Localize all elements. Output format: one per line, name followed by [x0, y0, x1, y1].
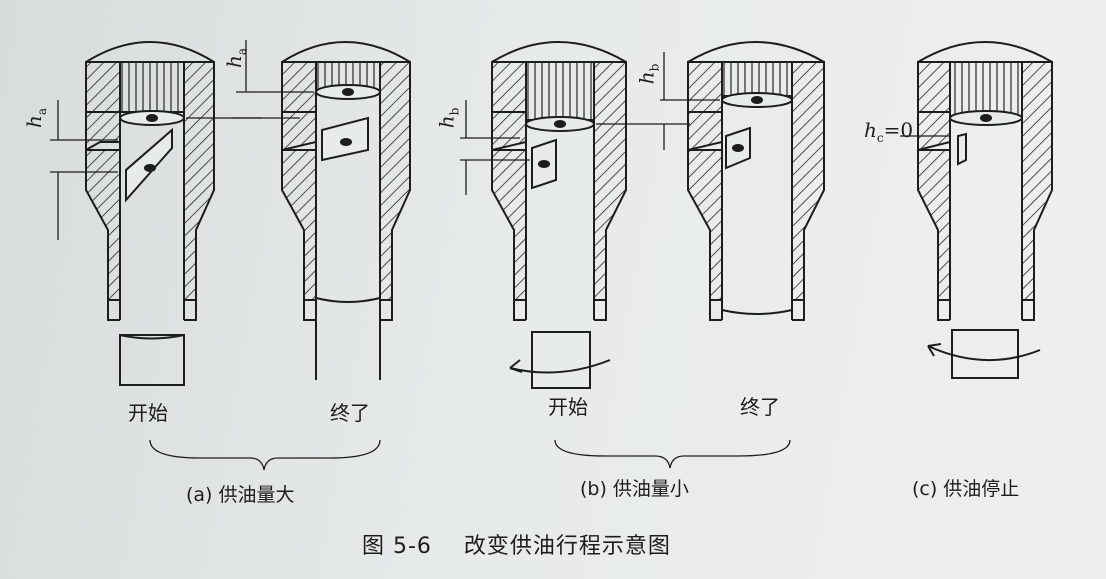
dimension-label-hb-start: hb [434, 107, 462, 129]
state-label-a-end: 终了 [330, 401, 370, 425]
dimension-label-ha-end: ha [222, 47, 250, 69]
barrel-b-end [687, 41, 825, 321]
caption-group-a: (a) 供油量大 [186, 484, 295, 506]
dimension-label-ha-start: ha [22, 107, 50, 129]
state-label-b-end: 终了 [740, 395, 780, 419]
barrel-a-end [281, 41, 411, 380]
barrel-c [917, 41, 1053, 379]
caption-group-c: (c) 供油停止 [912, 478, 1020, 500]
barrel-b-start [491, 41, 627, 389]
dimension-label-hc: hc=0 [864, 118, 914, 145]
state-label-a-start: 开始 [128, 401, 168, 425]
figure-caption: 图 5-6 改变供油行程示意图 [362, 534, 671, 559]
state-label-b-start: 开始 [548, 395, 588, 419]
dimension-label-hb-end: hb [634, 63, 662, 85]
caption-group-b: (b) 供油量小 [580, 478, 689, 500]
barrel-a-start [85, 41, 215, 386]
dimension-lines [50, 40, 950, 471]
